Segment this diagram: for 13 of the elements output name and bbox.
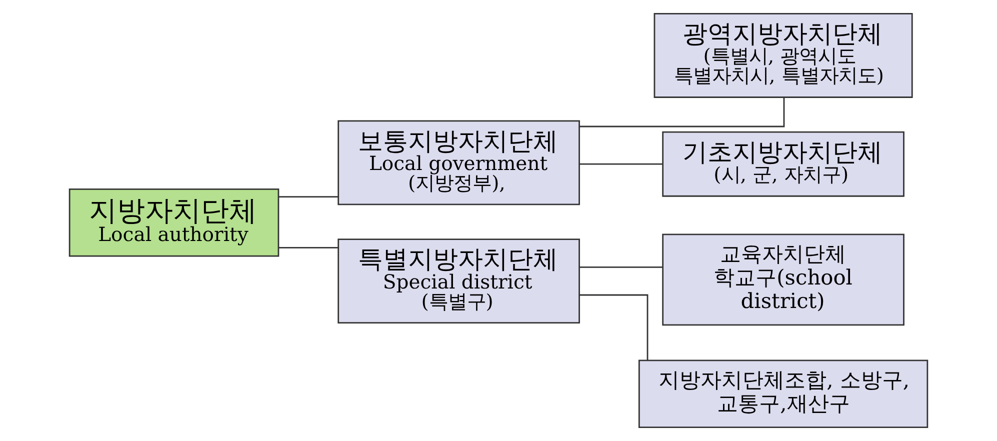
connector — [278, 246, 338, 248]
node-box: 특별지방자치단체 Special district (특별구) — [338, 238, 580, 324]
connector — [579, 98, 785, 128]
connector — [278, 196, 338, 198]
connector — [580, 266, 662, 268]
node-box: 지방자치단체조합, 소방구, 교통구,재산구 — [638, 360, 928, 428]
node-box: 기초지방자치단체 (시, 군, 자치구) — [662, 131, 904, 197]
node-box: 광역지방자치단체 (특별시, 광역시도 특별자치시, 특별자치도) — [654, 13, 913, 98]
node-box: 보통지방자치단체 Local government (지방정부), — [338, 120, 580, 206]
node-box: 교육자치단체 학교구(school district) — [662, 234, 904, 326]
connector — [579, 294, 648, 360]
connector — [580, 163, 662, 165]
node-box: 지방자치단체 Local authority — [68, 188, 280, 257]
